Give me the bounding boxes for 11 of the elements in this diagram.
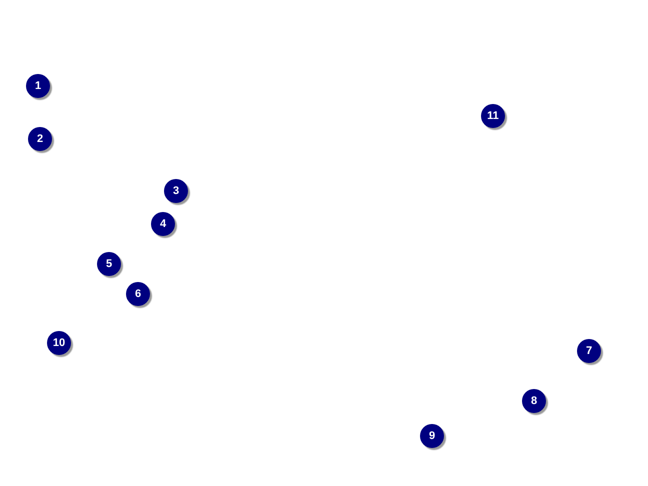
callout-number: 8 bbox=[522, 389, 546, 413]
callout-number: 4 bbox=[151, 212, 175, 236]
callout-number: 11 bbox=[481, 104, 505, 128]
callout-number: 9 bbox=[420, 424, 444, 448]
callout-number: 1 bbox=[26, 74, 50, 98]
callout-number: 3 bbox=[164, 179, 188, 203]
callout-number: 5 bbox=[97, 252, 121, 276]
callout-number: 7 bbox=[577, 339, 601, 363]
callout-number: 2 bbox=[28, 127, 52, 151]
callout-number: 6 bbox=[126, 282, 150, 306]
callout-number: 10 bbox=[47, 331, 71, 355]
